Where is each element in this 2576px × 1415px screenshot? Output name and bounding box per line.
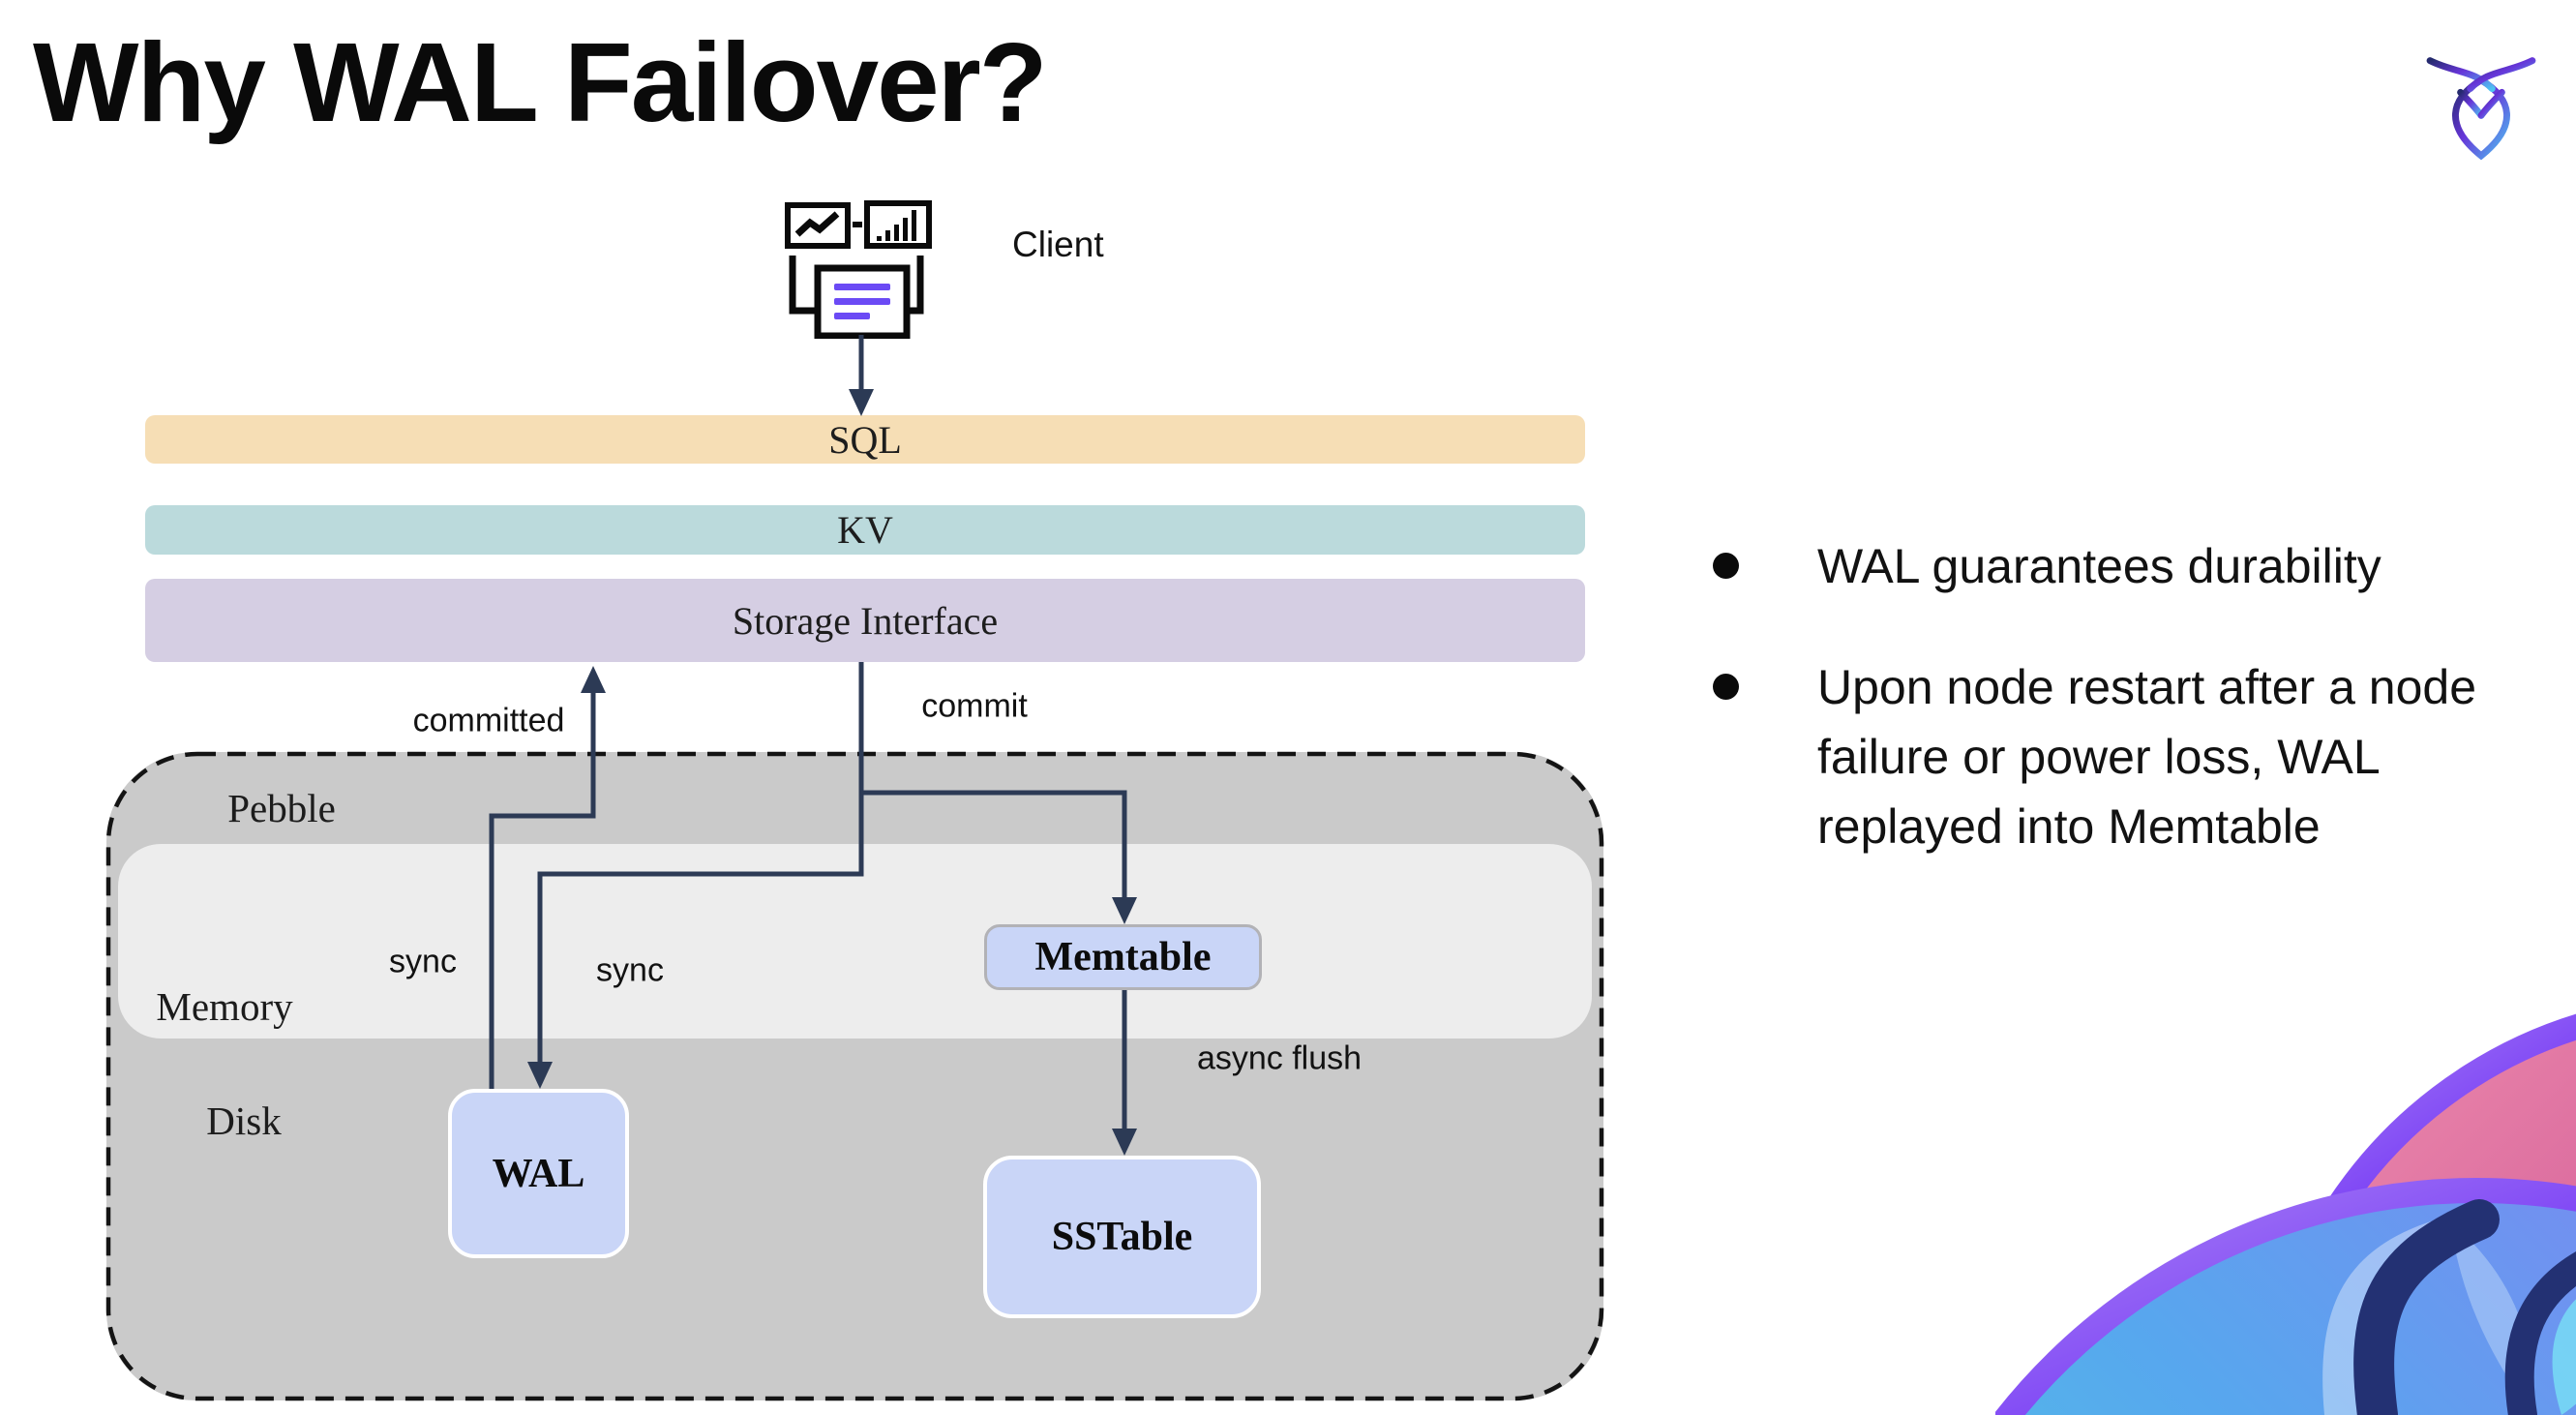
layer-sql-label: SQL — [828, 417, 902, 462]
left-bracket — [789, 256, 815, 315]
sstable-node: SSTable — [983, 1156, 1261, 1318]
arrowhead — [849, 389, 874, 416]
arrowhead — [1112, 1129, 1137, 1156]
document-icon — [814, 264, 911, 339]
arrowhead — [1112, 897, 1137, 924]
layer-storage-interface: Storage Interface — [145, 579, 1585, 662]
cockroachdb-logo-icon — [2426, 57, 2536, 161]
sync-label-left: sync — [389, 943, 457, 980]
bullet-text: Upon node restart after a node failure o… — [1817, 660, 2477, 854]
line-chart-icon — [785, 202, 851, 249]
layer-sql: SQL — [145, 415, 1585, 464]
async-flush-label: async flush — [1196, 1039, 1363, 1077]
layer-storage-label: Storage Interface — [732, 598, 999, 643]
bullet-dot — [1713, 553, 1739, 579]
memtable-node: Memtable — [984, 924, 1262, 990]
memtable-label: Memtable — [1034, 935, 1212, 979]
wal-node: WAL — [448, 1089, 629, 1258]
list-item: WAL guarantees durability — [1713, 531, 2545, 601]
committed-label: committed — [412, 702, 565, 739]
layer-kv-label: KV — [837, 508, 893, 552]
layer-kv: KV — [145, 505, 1585, 555]
committed-arrow — [489, 693, 596, 1089]
arrowhead — [581, 666, 606, 693]
bullet-dot — [1713, 674, 1739, 700]
client-label: Client — [1012, 225, 1104, 264]
commit-label: commit — [921, 687, 1028, 725]
brand-corner-art — [1995, 1013, 2576, 1415]
sync-to-wal-arrow — [537, 662, 864, 1062]
commit-to-memtable-arrow — [858, 662, 1127, 897]
dash-connector — [853, 222, 862, 227]
arrowhead — [527, 1062, 553, 1089]
client-workstation-icon — [785, 200, 932, 339]
pebble-label: Pebble — [227, 786, 336, 830]
memory-label: Memory — [156, 984, 293, 1029]
wal-label: WAL — [492, 1151, 585, 1196]
list-item: Upon node restart after a node failure o… — [1713, 652, 2545, 861]
sync-label-right: sync — [596, 951, 664, 989]
disk-label: Disk — [206, 1099, 282, 1143]
bullet-text: WAL guarantees durability — [1817, 539, 2381, 593]
sstable-label: SSTable — [1051, 1215, 1193, 1259]
pebble-dashed-border — [105, 751, 1604, 1401]
page-title: Why WAL Failover? — [33, 19, 1048, 145]
key-points-list: WAL guarantees durability Upon node rest… — [1713, 531, 2545, 861]
bar-chart-icon — [864, 200, 932, 249]
